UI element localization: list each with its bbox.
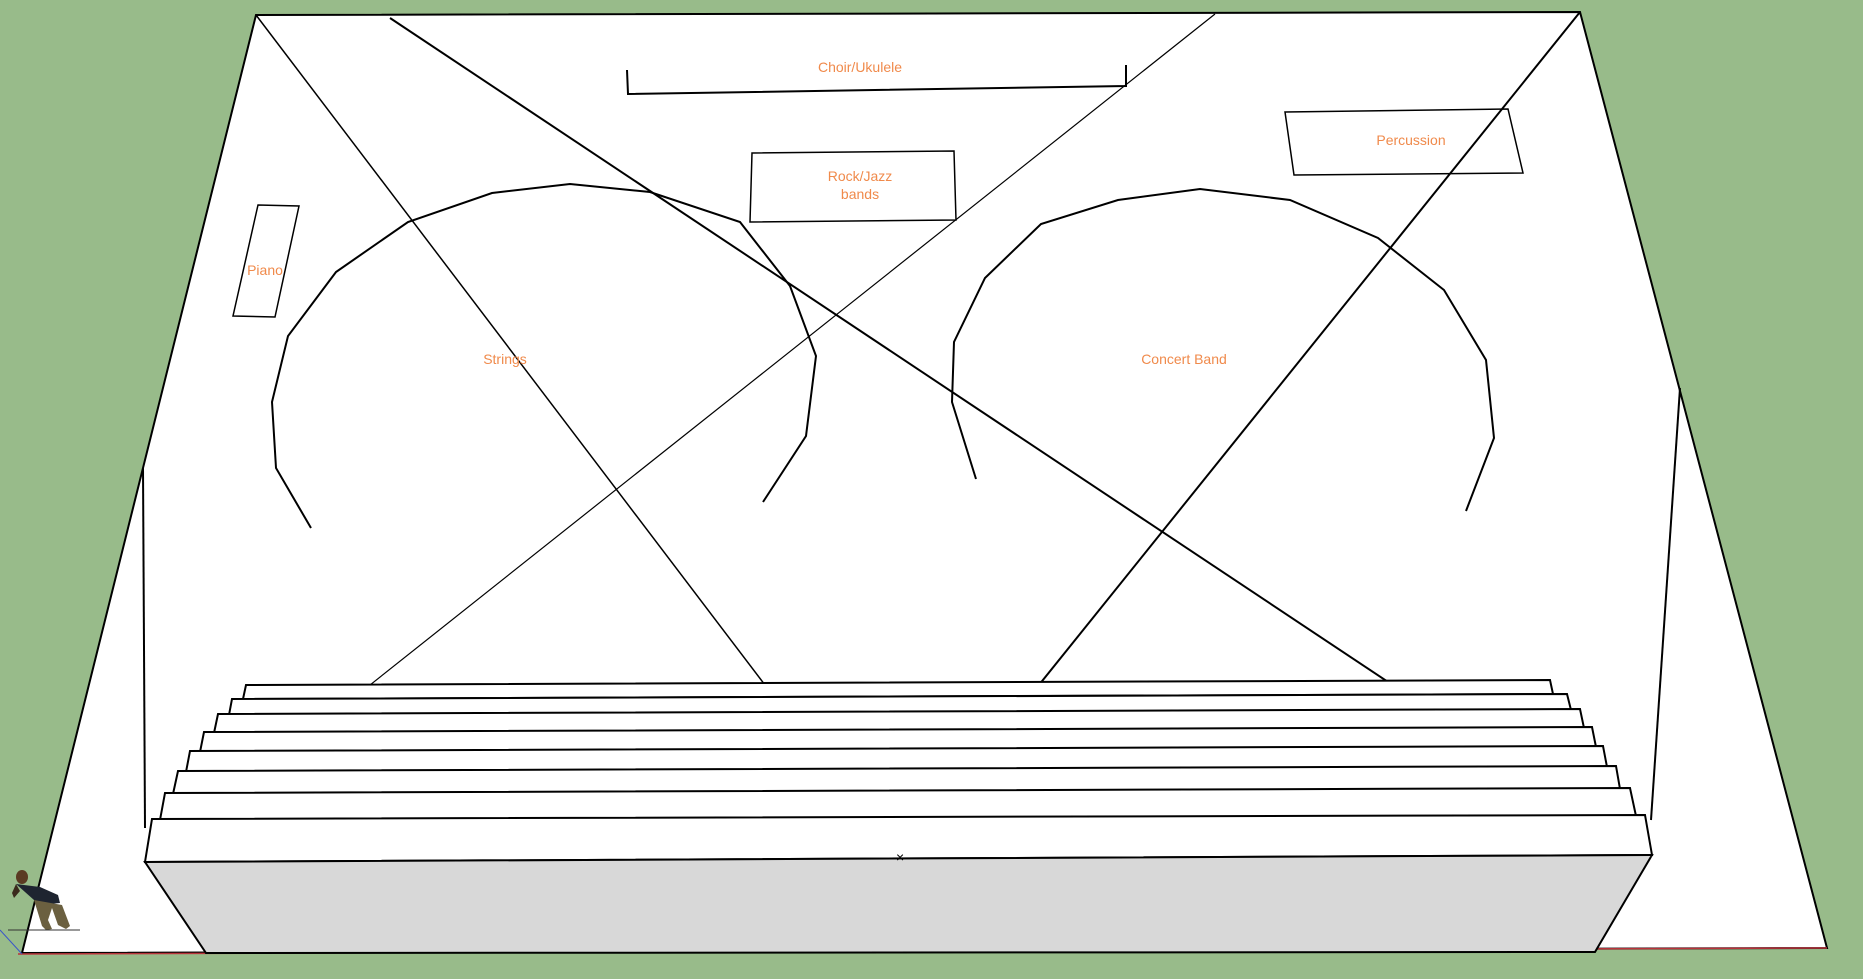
strings-arc	[270, 182, 818, 529]
concert-band-arc	[950, 187, 1496, 512]
label-piano: Piano	[247, 262, 283, 278]
label-rock-jazz-1: Rock/Jazz	[828, 168, 893, 184]
label-percussion: Percussion	[1376, 132, 1445, 148]
percussion-box	[1284, 108, 1524, 176]
label-rock-jazz-2: bands	[841, 186, 879, 202]
label-concert-band: Concert Band	[1141, 351, 1227, 367]
stage-front	[143, 853, 1654, 955]
stage-marker: ×	[896, 849, 904, 865]
person-figure-icon	[8, 870, 80, 931]
axis-line-blue	[0, 929, 23, 955]
label-choir: Choir/Ukulele	[818, 59, 902, 75]
risers	[143, 678, 1654, 864]
label-strings: Strings	[483, 351, 527, 367]
piano-box	[232, 204, 300, 318]
choir-bracket	[626, 65, 1127, 96]
right-wall-edge	[1650, 387, 1681, 821]
left-wall-edge	[142, 467, 146, 829]
rock-jazz-box	[749, 150, 957, 223]
